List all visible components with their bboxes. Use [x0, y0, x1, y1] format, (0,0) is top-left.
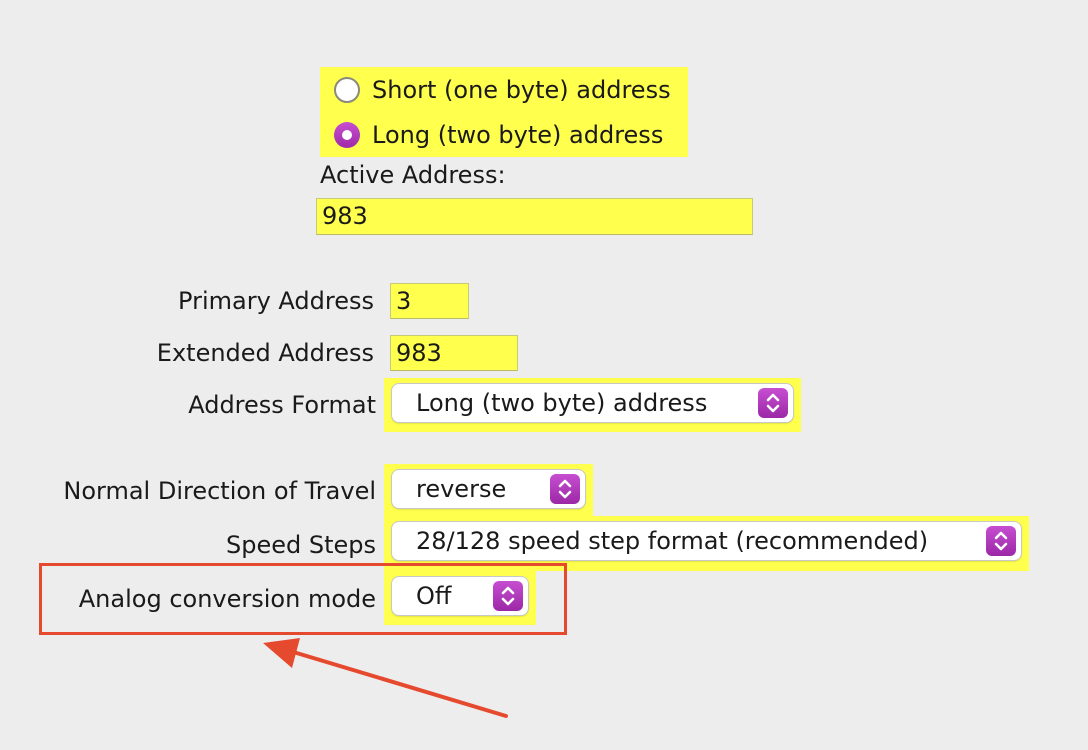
up-down-chevron-icon[interactable] [550, 474, 580, 504]
address-mode-group: Short (one byte) address Long (two byte)… [320, 67, 688, 157]
speed-steps-value: 28/128 speed step format (recommended) [416, 527, 929, 555]
speed-steps-label: Speed Steps [225, 531, 376, 559]
analog-mode-value: Off [416, 582, 452, 610]
direction-label: Normal Direction of Travel [63, 477, 376, 505]
radio-button-icon[interactable] [334, 122, 360, 148]
extended-address-label: Extended Address [156, 339, 374, 367]
primary-address-label: Primary Address [178, 287, 374, 315]
direction-value: reverse [416, 475, 507, 503]
radio-button-icon[interactable] [334, 77, 360, 103]
up-down-chevron-icon[interactable] [986, 526, 1016, 556]
active-address-label: Active Address: [320, 161, 506, 189]
radio-short-address-label[interactable]: Short (one byte) address [372, 76, 671, 104]
speed-steps-select[interactable]: 28/128 speed step format (recommended) [392, 522, 1021, 560]
analog-mode-select[interactable]: Off [392, 577, 528, 615]
radio-long-address[interactable]: Long (two byte) address [320, 113, 684, 157]
extended-address-field[interactable]: 983 [390, 335, 518, 371]
primary-address-field[interactable]: 3 [390, 283, 469, 319]
address-format-label: Address Format [188, 391, 376, 419]
speed-steps-highlight: 28/128 speed step format (recommended) [384, 516, 1029, 571]
direction-highlight: reverse [384, 464, 593, 516]
radio-long-address-label[interactable]: Long (two byte) address [372, 121, 664, 149]
address-format-select[interactable]: Long (two byte) address [392, 384, 793, 422]
direction-select[interactable]: reverse [392, 470, 585, 508]
up-down-chevron-icon[interactable] [493, 581, 523, 611]
up-down-chevron-icon[interactable] [758, 388, 788, 418]
address-format-value: Long (two byte) address [416, 389, 708, 417]
address-format-highlight: Long (two byte) address [384, 378, 801, 432]
analog-mode-highlight: Off [384, 571, 536, 625]
annotation-highlight-box [39, 563, 567, 635]
radio-short-address[interactable]: Short (one byte) address [320, 67, 688, 113]
active-address-field[interactable]: 983 [316, 198, 753, 235]
analog-mode-label: Analog conversion mode [78, 585, 376, 613]
